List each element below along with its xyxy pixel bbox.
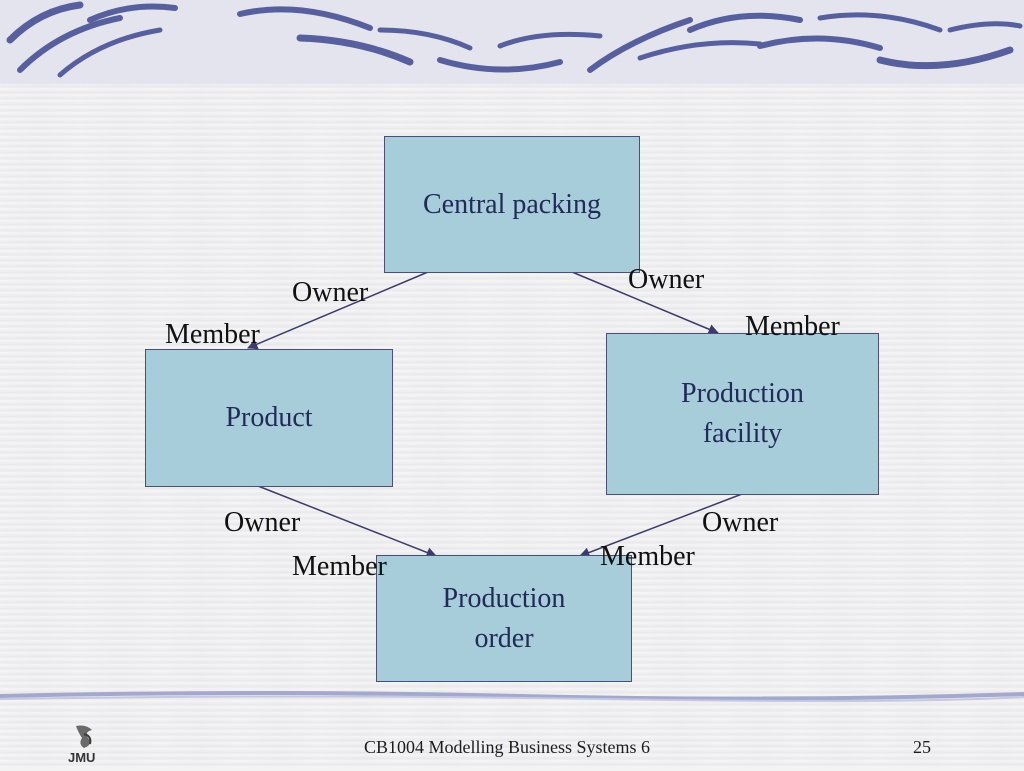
entity-label-production-order-line2: order	[474, 622, 534, 654]
header-decoration	[0, 0, 1024, 84]
logo-text: JMU	[68, 750, 95, 765]
connector-product-to-order	[257, 485, 437, 558]
footer-course-title: CB1004 Modelling Business Systems 6	[364, 737, 651, 757]
entity-box-production-facility: Production facility	[606, 333, 879, 495]
swirl-decoration-icon	[6, 1, 1023, 78]
footer-divider	[0, 691, 1024, 702]
entity-label-product: Product	[225, 402, 313, 433]
role-label-owner: Owner	[628, 264, 705, 295]
entity-box-product: Product	[145, 349, 393, 487]
role-label-member: Member	[745, 311, 840, 342]
entity-box-central-packing: Central packing	[384, 136, 640, 273]
connector-central-to-facility	[571, 271, 719, 335]
entity-label-central-packing: Central packing	[422, 188, 602, 220]
page-number: 25	[913, 737, 931, 757]
role-label-member: Member	[165, 319, 260, 350]
entity-label-production-order-line1: Production	[442, 582, 566, 614]
university-logo-icon: JMU	[68, 725, 95, 765]
role-label-member: Member	[600, 541, 695, 572]
connector-facility-to-order	[579, 493, 743, 558]
connector-central-to-product	[247, 271, 429, 350]
role-label-owner: Owner	[702, 507, 779, 538]
role-label-member: Member	[292, 551, 387, 582]
university-logo: JMU	[62, 722, 110, 766]
entity-box-production-order: Production order	[376, 555, 632, 682]
entity-label-production-facility-line2: facility	[702, 418, 783, 449]
role-label-owner: Owner	[292, 277, 369, 308]
role-label-owner: Owner	[224, 507, 301, 538]
entity-label-production-facility-line1: Production	[681, 378, 804, 409]
